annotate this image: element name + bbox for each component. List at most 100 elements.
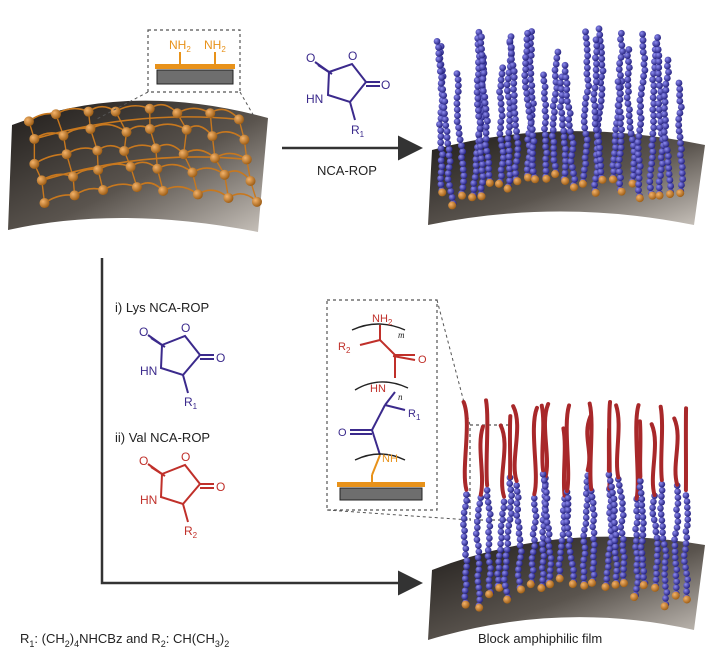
chain-bead [495,552,503,560]
o-label: O [306,51,315,65]
chain-bead [664,158,672,166]
chain-bead [539,528,546,536]
chain-bead [503,588,510,595]
chain-bead [639,36,647,44]
chain-bead [441,109,448,117]
chain-bead [662,552,670,560]
chain-bead [590,529,598,537]
chain-bead [677,139,684,147]
anchor-bead [578,179,587,188]
chain-bead [624,82,632,89]
inset-o-blue: O [338,427,347,439]
chain-bead [612,543,619,551]
chain-bead [439,151,446,158]
chain-bead [614,78,622,86]
anchor-bead [608,175,617,184]
inset-nh: NH [382,453,398,465]
chain-bead [657,504,664,512]
chain-bead [503,558,510,565]
chain-bead [497,528,505,536]
chain-bead [589,505,597,513]
chain-bead [612,125,620,133]
chain-bead [650,124,658,132]
chain-bead [630,172,637,179]
chain-bead [634,555,641,563]
chain-bead [660,128,668,136]
lys-o3: O [216,351,225,365]
chain-bead [549,126,557,134]
chain-bead [617,138,625,146]
chain-bead [540,476,548,484]
chain-bead [590,90,598,98]
chain-bead [478,166,486,174]
chain-bead [444,139,452,147]
hydrophobic-block [539,403,546,473]
chain-bead [497,546,504,554]
chain-bead [583,478,591,486]
chain-bead [454,76,462,84]
chain-bead [539,534,547,542]
chain-bead [563,91,570,99]
chain-bead [630,160,638,167]
chain-bead [541,119,549,127]
chain-bead [682,564,689,571]
chain-bead [683,504,691,511]
chain-bead [613,567,621,575]
chain-bead [444,169,452,177]
chain-bead [552,90,559,98]
chain-bead [556,555,564,562]
chain-bead [671,554,679,561]
chain-bead [634,513,642,521]
amine-node [121,127,132,138]
chain-bead [603,569,611,577]
chain-bead [633,507,640,515]
anchor-bead [523,173,532,182]
chain-bead [552,60,560,68]
chain-bead [662,116,669,124]
chain-bead [501,570,509,577]
chain-bead [565,103,573,111]
chain-bead [567,157,575,165]
chain-bead [510,91,518,99]
chain-bead [505,93,512,101]
chain-bead [590,517,597,525]
chain-bead [524,29,531,37]
chain-bead [639,48,647,56]
chain-bead [661,558,669,566]
chain-bead [453,106,461,114]
chain-bead [684,576,691,583]
chain-bead [463,497,470,504]
chain-bead [545,524,552,532]
chain-bead [590,96,598,104]
amine-node [58,130,69,141]
chain-bead [640,519,647,527]
chain-bead [626,106,633,113]
chain-bead [659,160,666,167]
chain-bead [649,504,656,512]
chain-bead [438,73,445,81]
chain-bead [634,579,641,587]
chain-bead [648,160,655,168]
chain-bead [497,82,505,90]
chain-bead [608,483,615,491]
inset-hn: HN [370,383,386,395]
chain-bead [581,550,589,558]
chain-bead [470,185,478,193]
chain-bead [479,160,486,168]
anchor-bead [513,177,522,186]
anchor-bead [561,176,570,185]
chain-bead [530,500,538,508]
chain-bead [566,109,574,117]
chain-bead [611,525,619,533]
chain-bead [589,499,597,507]
hydrophobic-block [658,404,665,482]
chain-bead [609,161,617,169]
anchor-bead [601,582,610,591]
chain-bead [591,102,599,110]
chain-bead [652,576,660,584]
hydrophobic-block [672,416,680,487]
chain-bead [507,486,515,493]
chain-bead [463,563,470,570]
chain-bead [479,75,487,83]
chain-bead [684,510,691,517]
